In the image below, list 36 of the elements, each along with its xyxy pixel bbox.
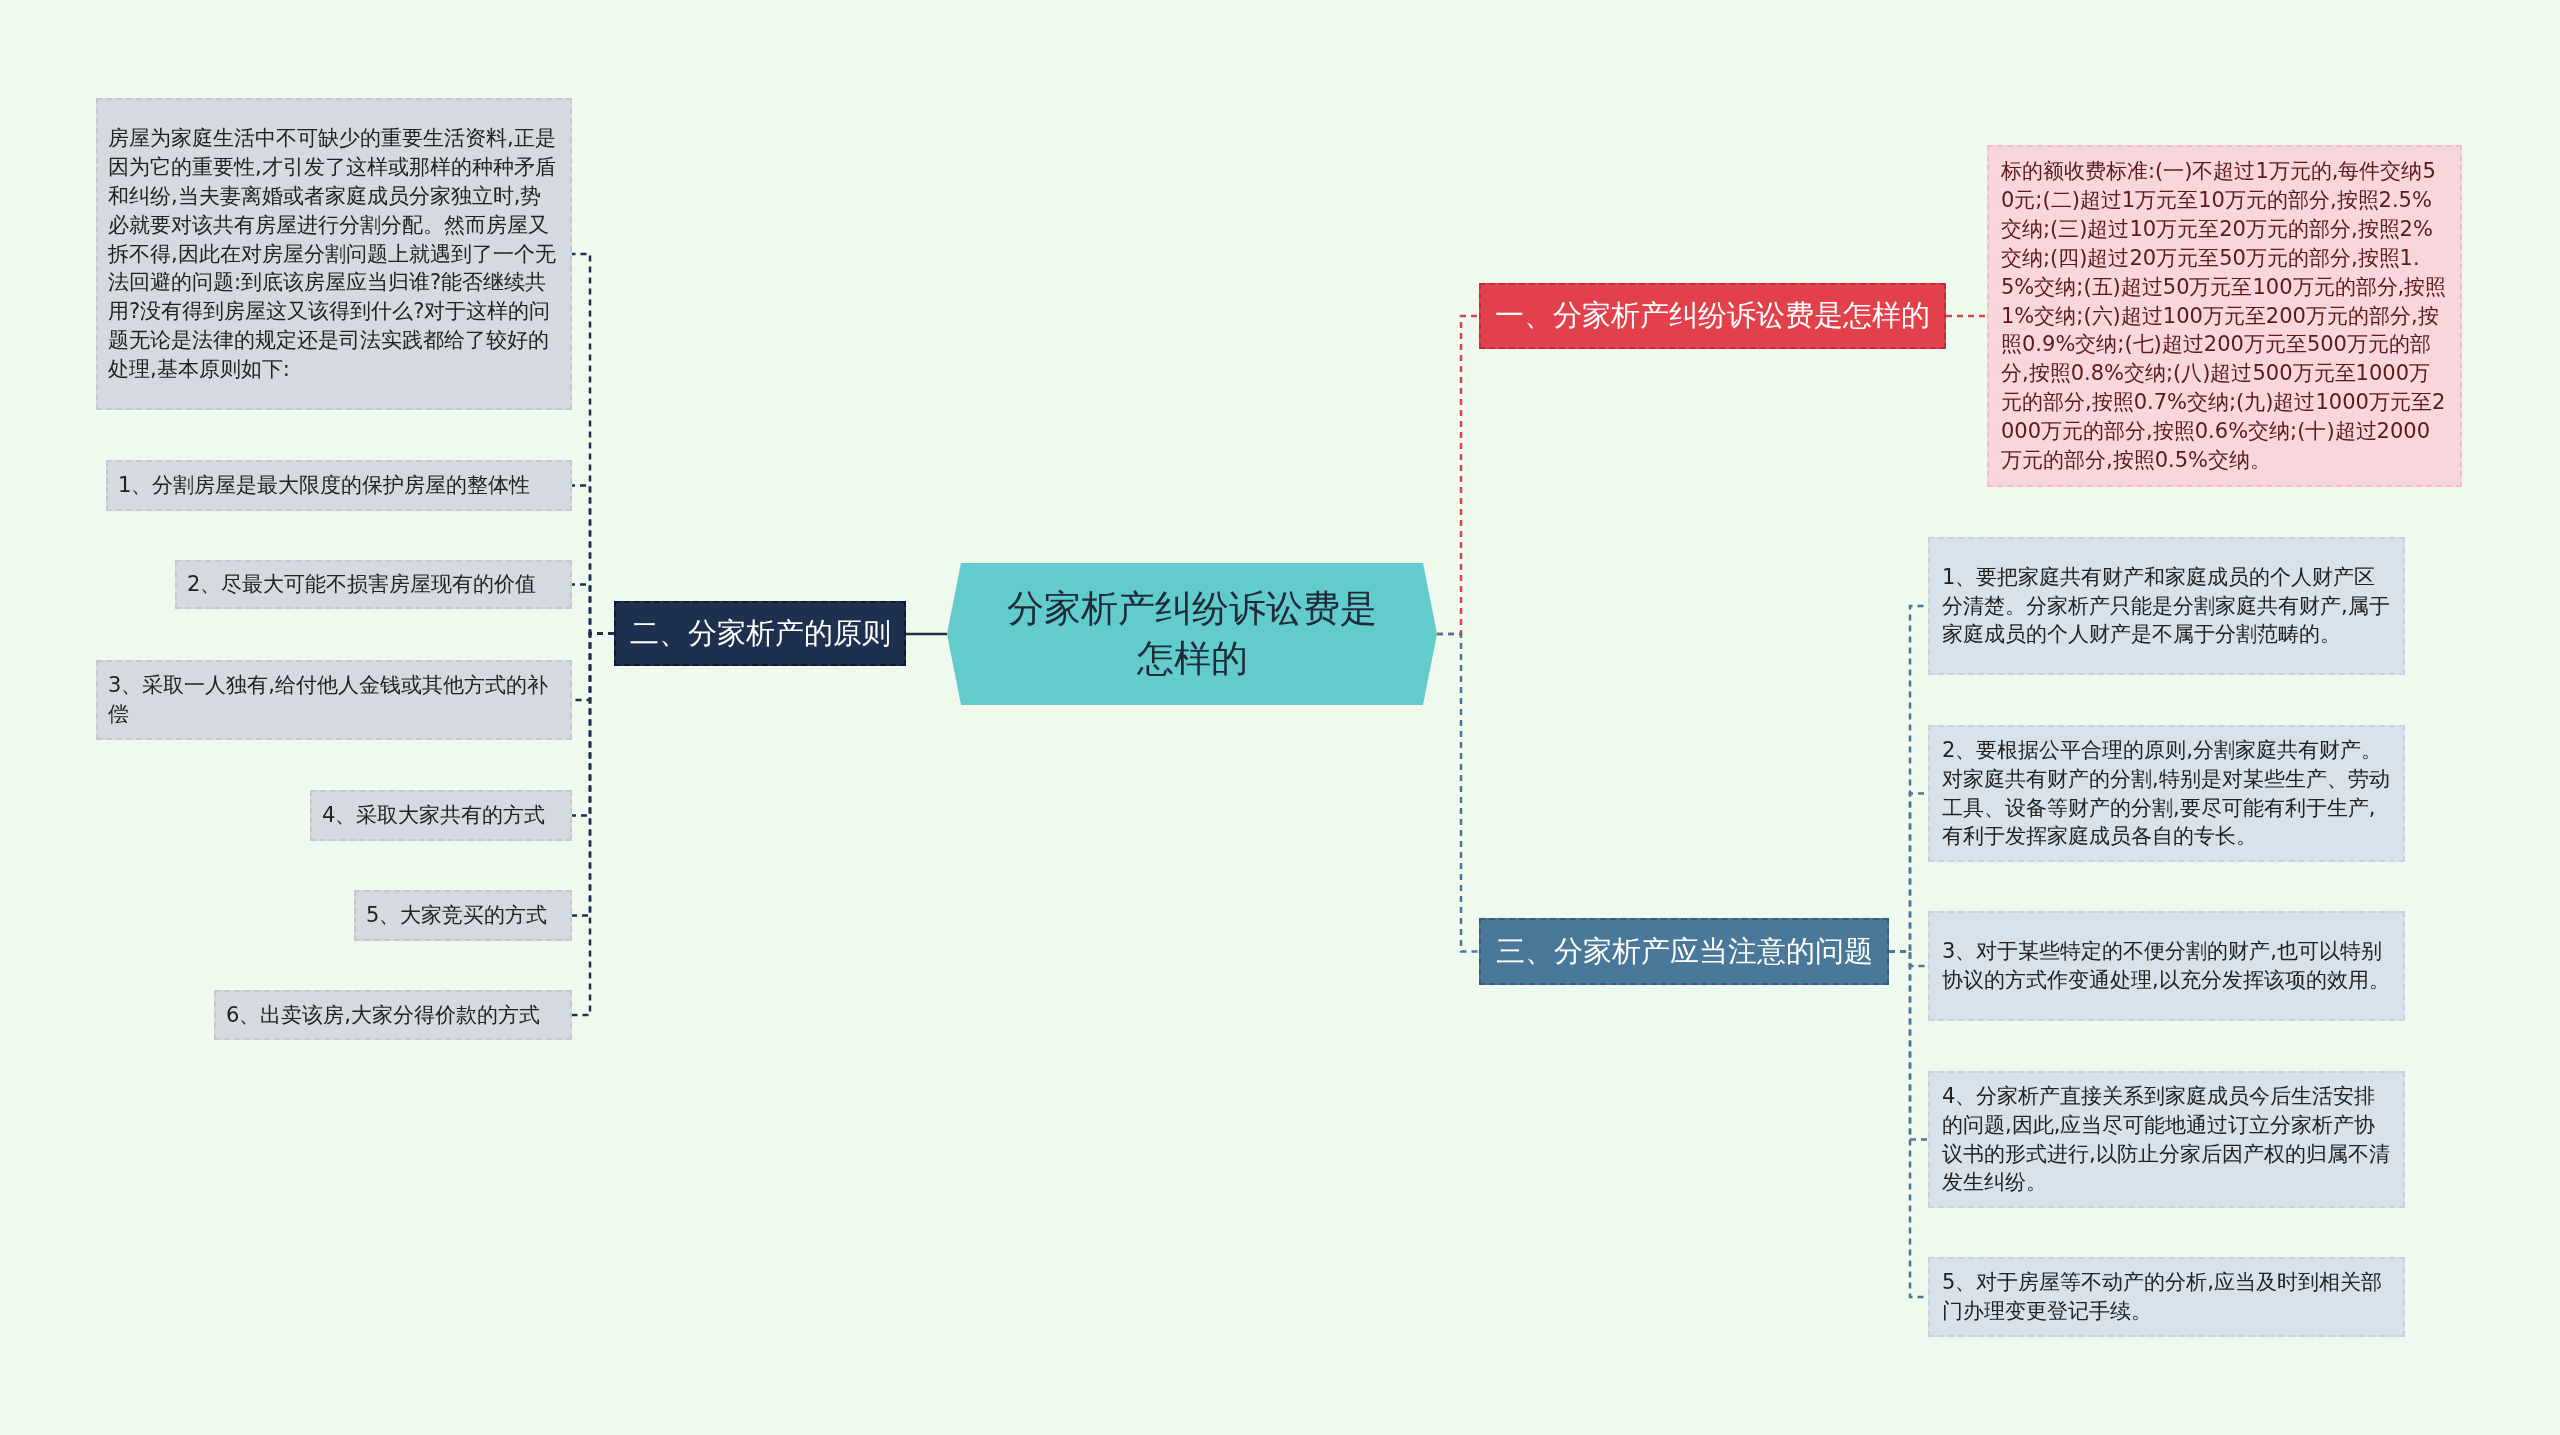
note-text: 房屋为家庭生活中不可缺少的重要生活资料,正是因为它的重要性,才引发了这样或那样的种种矛盾和纠纷,当夫妻离婚或者家庭成员分家独立时,势必就要对该共有房屋进行分割分配。然而房屋又拆不得,因此在对房屋分割问题上就遇到了一个无法回避的问题:到底该房屋应当归谁?能否继续共用?没有得到房屋这又该得到什么?对于这样的问题无论是法律的规定还是司法实践都给了较好的处理,基本原则如下:	[108, 124, 557, 384]
note-text: 6、出卖该房,大家分得价款的方式	[226, 1001, 542, 1029]
note-text: 1、要把家庭共有财产和家庭成员的个人财产区分清楚。分家析产只能是分割家庭共有财产,属于家庭成员的个人财产是不属于分割范畴的。	[1942, 563, 2391, 649]
note-text: 4、分家析产直接关系到家庭成员今后生活安排的问题,因此,应当尽可能地通过订立分家析产协议书的形式进行,以防止分家后因产权的归属不清发生纠纷。	[1942, 1082, 2391, 1197]
connector-line	[1946, 314, 1987, 318]
note-box	[214, 990, 572, 1040]
note-text: 一、分家析产纠纷诉讼费是怎样的	[1495, 297, 1930, 335]
topic-box	[1479, 283, 1946, 349]
note-box	[1928, 911, 2405, 1021]
note-text: 3、对于某些特定的不便分割的财产,也可以特别协议的方式作变通处理,以充分发挥该项的效用。	[1942, 938, 2391, 994]
note-text: 5、对于房屋等不动产的分析,应当及时到相关部门办理变更登记手续。	[1942, 1269, 2384, 1325]
note-box	[1928, 537, 2405, 675]
connector-line	[906, 632, 947, 636]
note-text: 1、分割房屋是最大限度的保护房屋的整体性	[118, 472, 532, 499]
connector-line	[1437, 632, 1479, 953]
note-box	[310, 790, 572, 841]
note-text: 3、采取一人独有,给付他人金钱或其他方式的补偿	[108, 672, 550, 728]
note-text: 二、分家析产的原则	[628, 614, 892, 652]
topic-box	[1479, 918, 1889, 985]
note-text: 三、分家析产应当注意的问题	[1494, 932, 1874, 970]
note-box	[106, 460, 572, 511]
note-box	[1928, 1257, 2405, 1337]
note-text: 2、要根据公平合理的原则,分割家庭共有财产。对家庭共有财产的分割,特别是对某些生产、劳动工具、设备等财产的分割,要尽可能有利于生产,有利于发挥家庭成员各自的专长。	[1942, 736, 2391, 851]
topic-box	[614, 601, 906, 666]
note-text: 标的额收费标准:(一)不超过1万元的,每件交纳50元;(二)超过1万元至10万元的部分,按照2.5%交纳;(三)超过10万元至20万元的部分,按照2%交纳;(四)超过20万元至50万元的部分,按照1.5%交纳;(五)超过50万元至100万元的部分,按照1%交纳;(六)超过100万元至200万元的部分,按照0.9%交纳;(七)超过200万元至500万元的部分,按照0.8%交纳;(八)超过500万元至1000万元的部分,按照0.7%交纳;(九)超过1000万元至2000万元的部分,按照0.6%交纳;(十)超过2000万元的部分,按照0.5%交纳。	[2001, 157, 2448, 475]
note-text: 4、采取大家共有的方式	[322, 802, 547, 829]
note-text: 2、尽最大可能不损害房屋现有的价值	[187, 571, 538, 598]
note-box	[96, 660, 572, 740]
note-box	[1928, 725, 2405, 862]
note-text: 5、大家竞买的方式	[366, 902, 549, 929]
note-box	[96, 98, 572, 410]
note-box	[354, 890, 572, 941]
note-box	[1928, 1071, 2405, 1208]
note-box	[175, 560, 572, 609]
connector-line	[572, 632, 614, 1017]
topic-text: 分家析产纠纷诉讼费是怎样的	[1006, 586, 1378, 682]
